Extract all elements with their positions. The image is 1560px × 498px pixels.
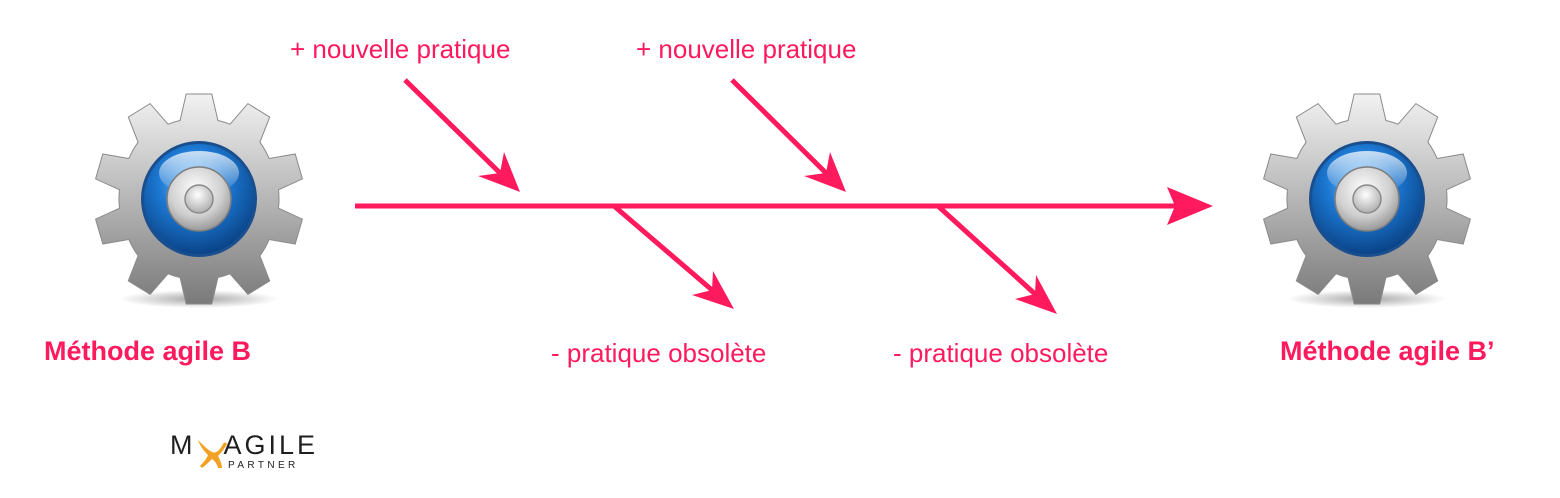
source-method-label: Méthode agile B xyxy=(44,336,252,366)
gear-icon-target xyxy=(1262,93,1472,309)
target-method-label: Méthode agile B’ xyxy=(1280,336,1495,366)
obsolete-practice-label: - pratique obsolète xyxy=(893,338,1109,368)
obsolete-practice-label: - pratique obsolète xyxy=(551,338,767,368)
incoming-arrow-2 xyxy=(730,78,846,192)
gear-icon-source xyxy=(94,93,304,309)
main-arrow xyxy=(355,187,1213,225)
new-practice-label: + nouvelle pratique xyxy=(290,34,511,64)
new-practice-label: + nouvelle pratique xyxy=(636,34,857,64)
outgoing-arrow-2 xyxy=(936,204,1057,314)
logo-subtitle: PARTNER xyxy=(228,460,299,471)
kangaroo-logo-icon xyxy=(198,440,227,468)
incoming-arrow-1 xyxy=(403,78,520,192)
outgoing-arrow-1 xyxy=(612,204,734,309)
